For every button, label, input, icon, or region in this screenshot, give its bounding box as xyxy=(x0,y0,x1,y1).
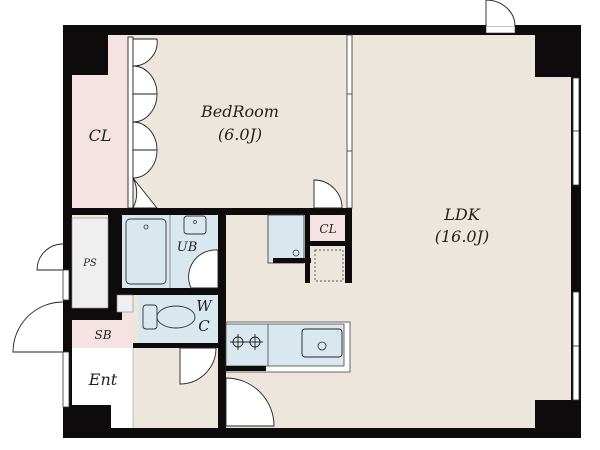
toilet-door[interactable] xyxy=(179,347,217,385)
closet-main-label: CL xyxy=(89,126,112,145)
bathtub-icon xyxy=(125,218,167,285)
left-windows xyxy=(62,269,70,408)
toilet-icon xyxy=(142,304,196,330)
balcony-door[interactable] xyxy=(485,0,516,27)
entrance xyxy=(72,348,133,405)
wall-bedroom-bottom xyxy=(72,208,352,215)
ldk-label: LDK xyxy=(443,205,480,224)
closet-kitchen-label: CL xyxy=(319,222,336,236)
toilet-label-1: W xyxy=(196,297,213,315)
washer-space xyxy=(314,249,344,282)
wall-core-right xyxy=(218,215,226,428)
pillar-top-right xyxy=(535,25,581,77)
ps-door[interactable] xyxy=(36,243,64,271)
entrance-label: Ent xyxy=(88,370,118,389)
pipe-space xyxy=(71,217,109,309)
bedroom-size: (6.0J) xyxy=(218,125,262,144)
shoe-box xyxy=(72,320,133,348)
shoe-box-label: SB xyxy=(94,328,111,342)
entrance-door[interactable] xyxy=(12,301,64,353)
right-windows xyxy=(572,77,580,401)
fridge-space xyxy=(267,214,305,264)
pillar-bottom-right xyxy=(535,400,581,438)
closet-main xyxy=(72,75,128,208)
bath-door[interactable] xyxy=(188,249,219,289)
washbasin-icon xyxy=(183,215,207,235)
closet-folding-doors[interactable] xyxy=(127,36,158,209)
closet-kitchen xyxy=(310,215,345,241)
bath-label: UB xyxy=(177,240,198,255)
partition-wall xyxy=(346,34,353,209)
pipe-space-label: PS xyxy=(82,258,97,269)
stove-icon xyxy=(230,334,263,350)
bedroom-door[interactable] xyxy=(313,179,343,209)
sink-icon xyxy=(301,328,343,358)
bedroom-label: BedRoom xyxy=(200,102,279,121)
ldk-size: (16.0J) xyxy=(435,227,490,246)
ldk-door[interactable] xyxy=(225,377,275,427)
pillar-top-left xyxy=(63,25,108,75)
wall-ps xyxy=(108,215,122,350)
toilet-label-2: C xyxy=(198,317,210,335)
pillar-bottom-left xyxy=(63,405,111,438)
